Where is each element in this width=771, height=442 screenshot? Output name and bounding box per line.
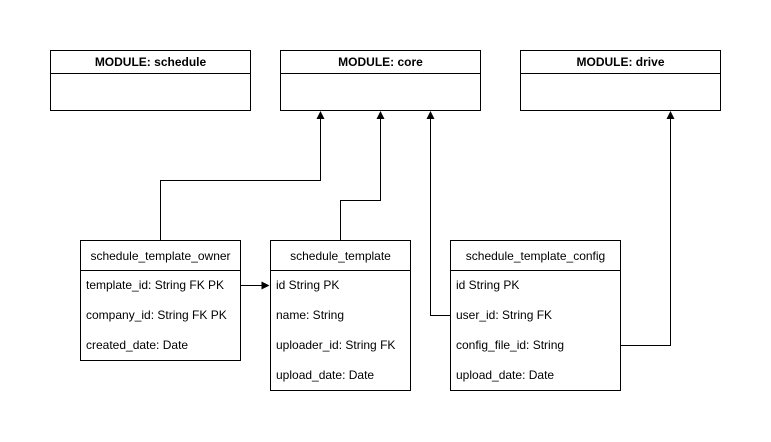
- field-template-id: template_id: String FK PK: [86, 278, 224, 292]
- field-company-id: company_id: String FK PK: [86, 308, 227, 322]
- field-id: id String PK: [456, 278, 519, 292]
- module-core-title: MODULE: core: [338, 55, 423, 69]
- module-drive-title: MODULE: drive: [576, 55, 664, 69]
- field-upload-date: upload_date: Date: [456, 368, 554, 382]
- field-name: name: String: [276, 308, 344, 322]
- field-id: id String PK: [276, 278, 339, 292]
- module-core-box[interactable]: MODULE: core: [280, 50, 481, 111]
- entity-schedule-template-config[interactable]: schedule_template_config id String PK us…: [450, 240, 621, 391]
- module-schedule-box[interactable]: MODULE: schedule: [50, 50, 251, 111]
- connector-template-to-core: [340, 111, 385, 241]
- field-upload-date: upload_date: Date: [276, 368, 374, 382]
- field-uploader-id: uploader_id: String FK: [276, 338, 395, 352]
- module-drive-box[interactable]: MODULE: drive: [520, 50, 721, 111]
- field-user-id: user_id: String FK: [456, 308, 552, 322]
- field-created-date: created_date: Date: [86, 338, 188, 352]
- entity-title: schedule_template_config: [466, 249, 605, 263]
- entity-title: schedule_template: [290, 249, 391, 263]
- entity-schedule-template[interactable]: schedule_template id String PK name: Str…: [270, 240, 411, 391]
- module-schedule-title: MODULE: schedule: [95, 55, 207, 69]
- entity-schedule-template-owner[interactable]: schedule_template_owner template_id: Str…: [80, 240, 241, 361]
- entity-title: schedule_template_owner: [90, 249, 230, 263]
- connector-config-to-drive: [620, 111, 675, 346]
- connector-config-to-core: [426, 111, 451, 316]
- field-config-file-id: config_file_id: String: [456, 338, 564, 352]
- connector-owner-to-core: [160, 111, 325, 241]
